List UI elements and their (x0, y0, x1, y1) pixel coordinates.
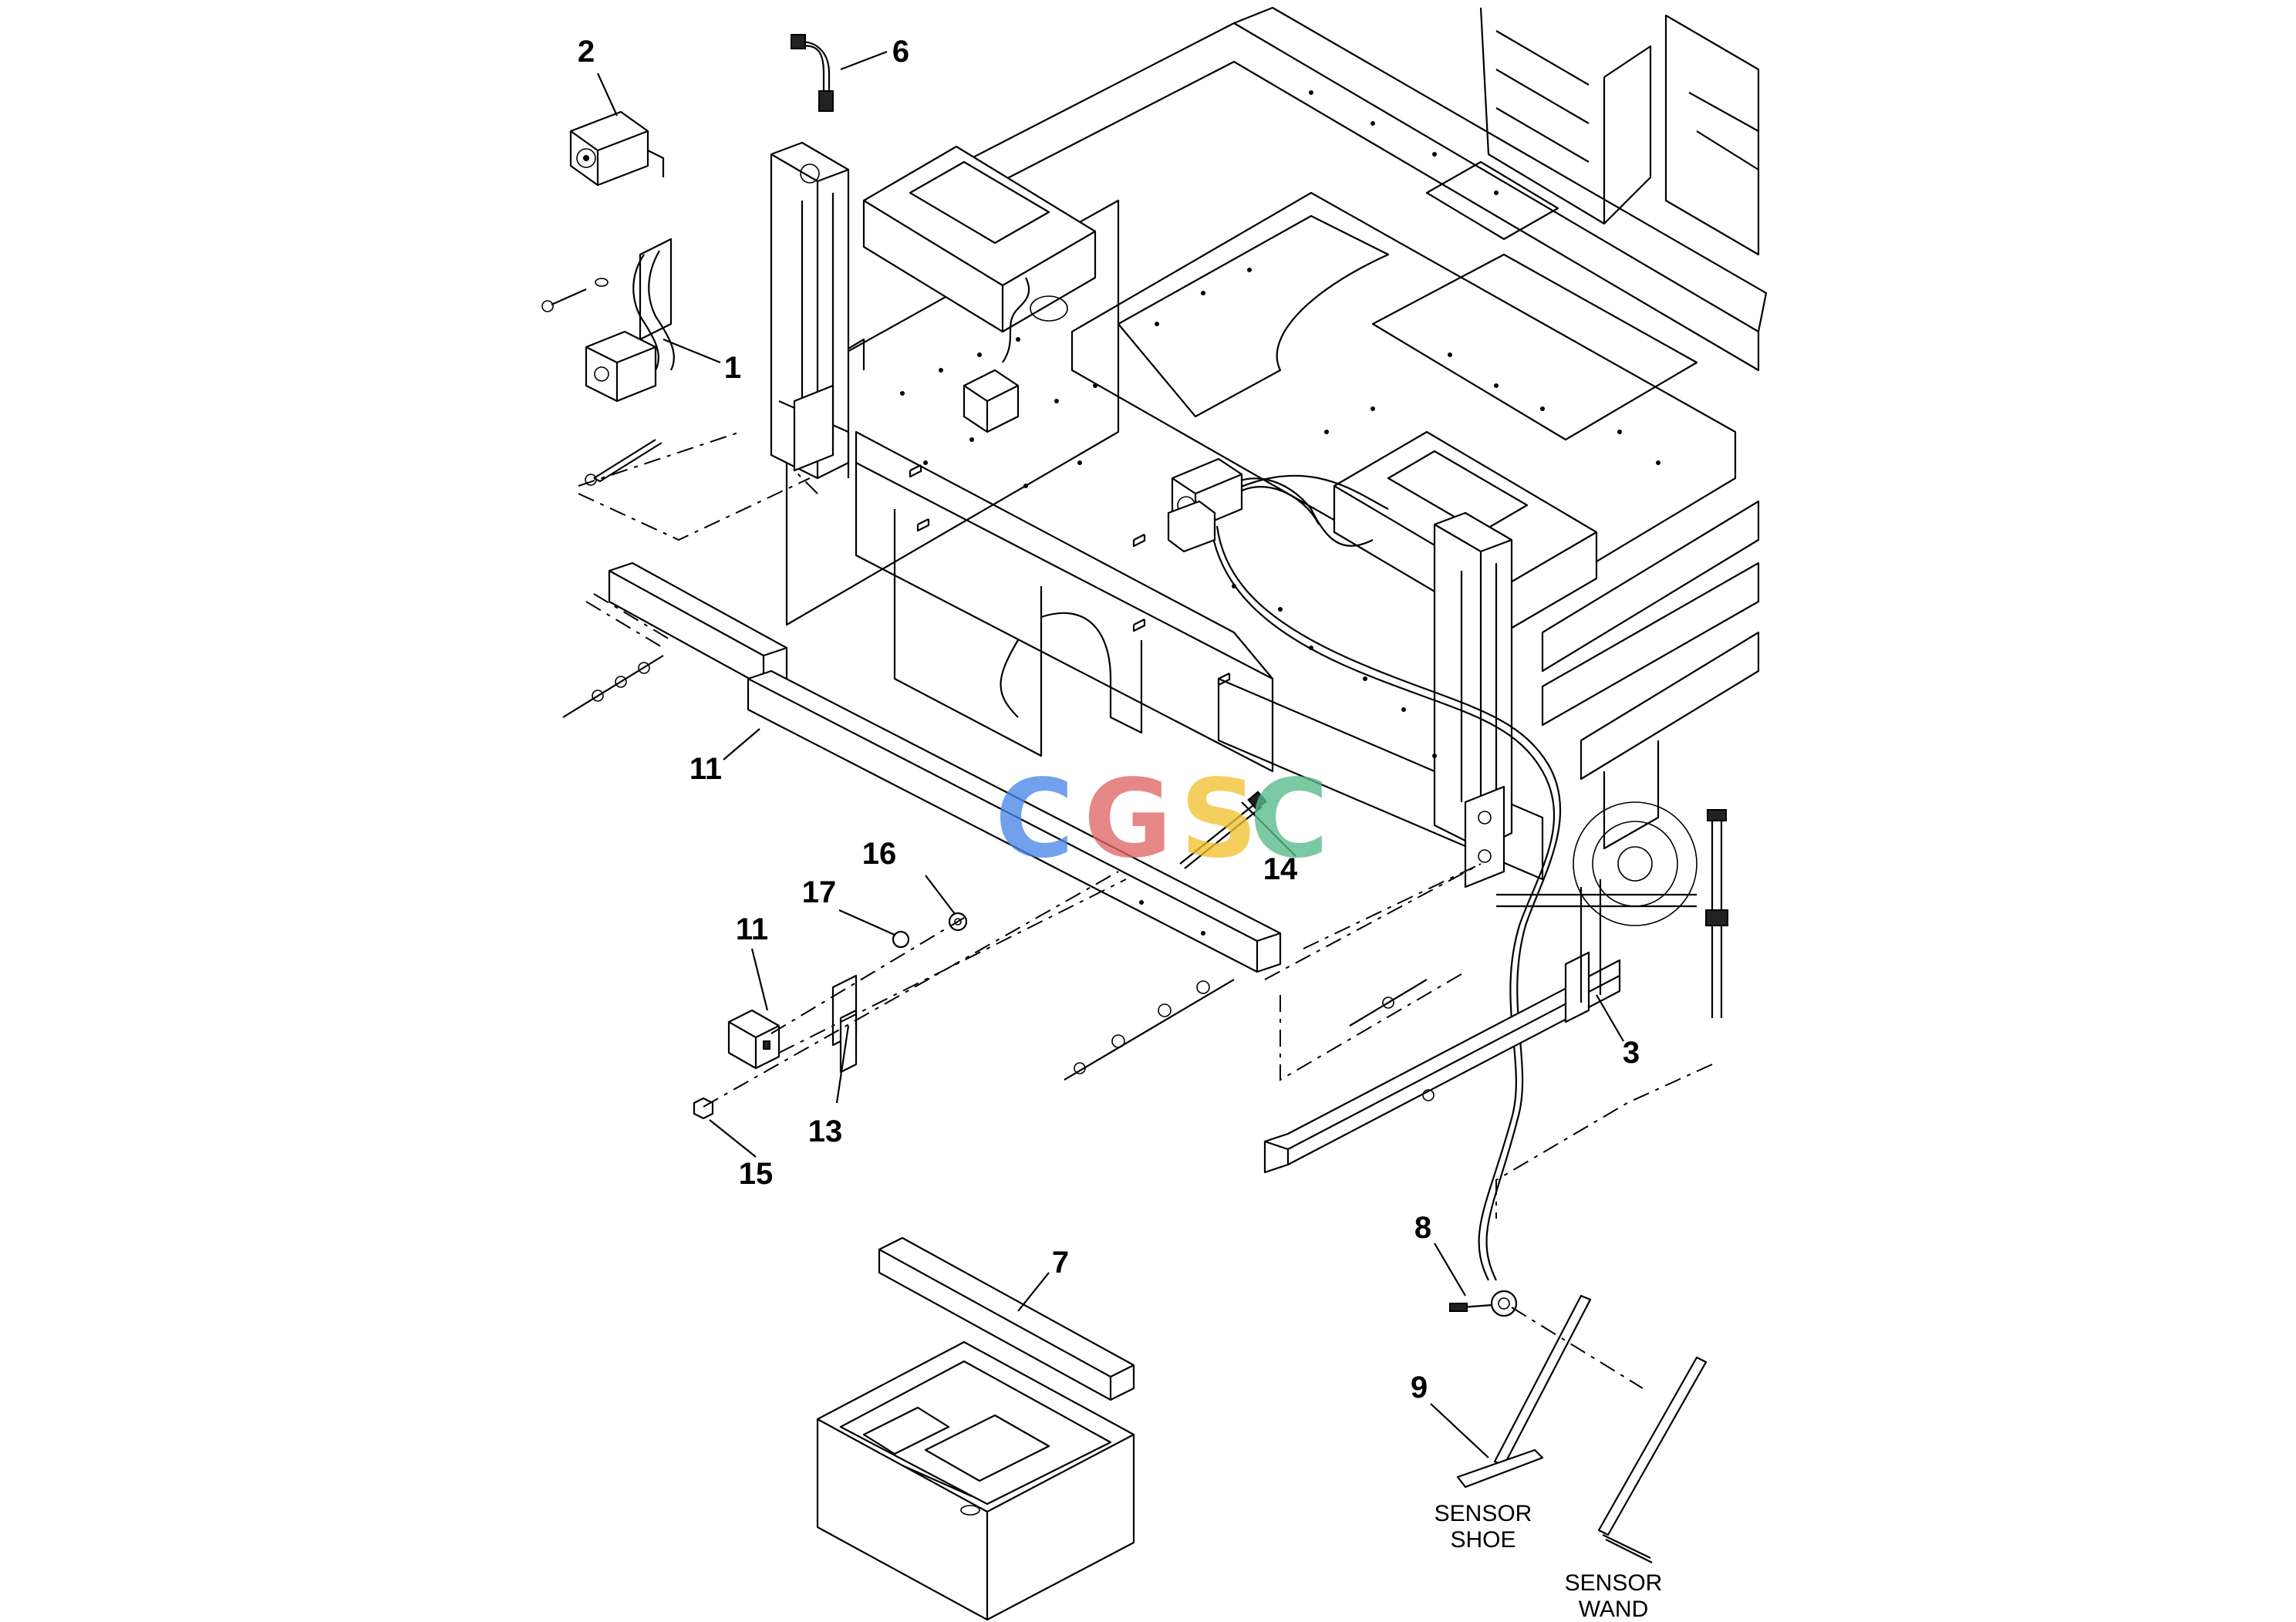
sensor-wand (1511, 1307, 1708, 1563)
block-12 (727, 1009, 781, 1070)
callout-16: 16 (862, 837, 897, 871)
caption-sensor-shoe-line1: SENSOR (1435, 1501, 1532, 1526)
mount-bar-3 (1263, 809, 1728, 1219)
bolt-16-17 (892, 912, 968, 949)
storage-case-7 (816, 1236, 1135, 1621)
captions: SENSOR SHOE SENSOR WAND (1435, 1501, 1663, 1622)
stud-14 (1179, 791, 1267, 869)
watermark-letter-3: S (1180, 757, 1258, 882)
machine-frame (770, 6, 1768, 926)
callout-6: 6 (892, 35, 909, 69)
caption-sensor-shoe-line2: SHOE (1450, 1527, 1515, 1553)
callout-15: 15 (739, 1157, 774, 1191)
callout-labels: 2 6 1 11 14 16 17 11 13 15 3 7 8 9 (578, 35, 1640, 1404)
watermark-letter-1: C (995, 757, 1074, 882)
callout-12: 11 (736, 912, 768, 946)
sensor-shoe-9 (1456, 1294, 1592, 1489)
callout-8: 8 (1414, 1211, 1431, 1245)
sensor-housing-2 (569, 110, 665, 187)
callout-7: 7 (1052, 1246, 1069, 1280)
callout-14: 14 (1263, 852, 1298, 886)
nut-15 (693, 1097, 714, 1120)
cable-6 (791, 34, 834, 112)
watermark-letter-2: G (1084, 757, 1172, 882)
sensor-housing-center (1167, 457, 1243, 553)
plate-holes (900, 90, 1660, 758)
callout-9: 9 (1411, 1371, 1428, 1404)
sensor-8 (1449, 1290, 1518, 1317)
cross-beam-11 (593, 561, 1482, 973)
bracket-1 (541, 238, 675, 403)
callout-13: 13 (808, 1114, 843, 1148)
watermark-logo: C G S C (995, 757, 1329, 882)
leader-lines (596, 50, 1624, 1458)
callout-2: 2 (578, 35, 595, 69)
left-hardware (562, 431, 818, 718)
caption-sensor-wand-line2: WAND (1579, 1597, 1649, 1622)
watermark-letter-4: C (1249, 757, 1329, 882)
callout-1: 1 (724, 351, 741, 385)
caption-sensor-wand-line1: SENSOR (1565, 1570, 1663, 1596)
callout-17: 17 (802, 875, 837, 909)
callout-11: 11 (689, 752, 722, 786)
sensor-cube (963, 277, 1030, 433)
hardware-dashes (703, 863, 1482, 1108)
callout-3: 3 (1623, 1036, 1640, 1070)
